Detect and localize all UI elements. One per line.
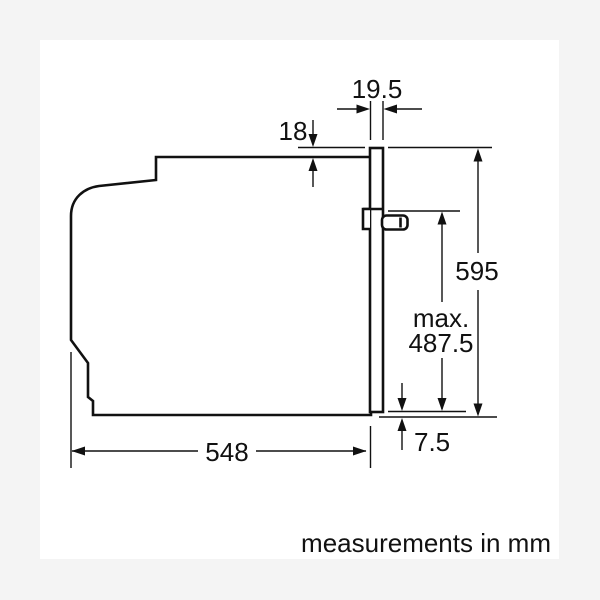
dim-top-offset: 18 (279, 116, 318, 187)
door-handle (380, 214, 409, 231)
dim-door-depth: 19.5 (337, 74, 422, 114)
dim-label-body-depth: 548 (205, 437, 248, 467)
dim-total-height: 595 (455, 148, 499, 417)
dim-label-top-offset: 18 (279, 116, 308, 146)
dim-bottom-offset: 7.5 (397, 383, 450, 457)
oven-body-outline (69, 155, 373, 417)
unit-note: measurements in mm (301, 528, 551, 558)
dim-max-height: max. 487.5 (408, 211, 474, 411)
dim-label-door-depth: 19.5 (352, 74, 403, 104)
dim-label-max-prefix: max. (413, 303, 469, 333)
dim-body-depth: 548 (71, 437, 367, 467)
dim-label-total-height: 595 (455, 256, 498, 286)
dim-label-bottom-offset: 7.5 (414, 427, 450, 457)
door-hinge-notch (361, 207, 370, 231)
dim-label-max-value: 487.5 (408, 328, 473, 358)
oven-door-panel (368, 146, 385, 414)
